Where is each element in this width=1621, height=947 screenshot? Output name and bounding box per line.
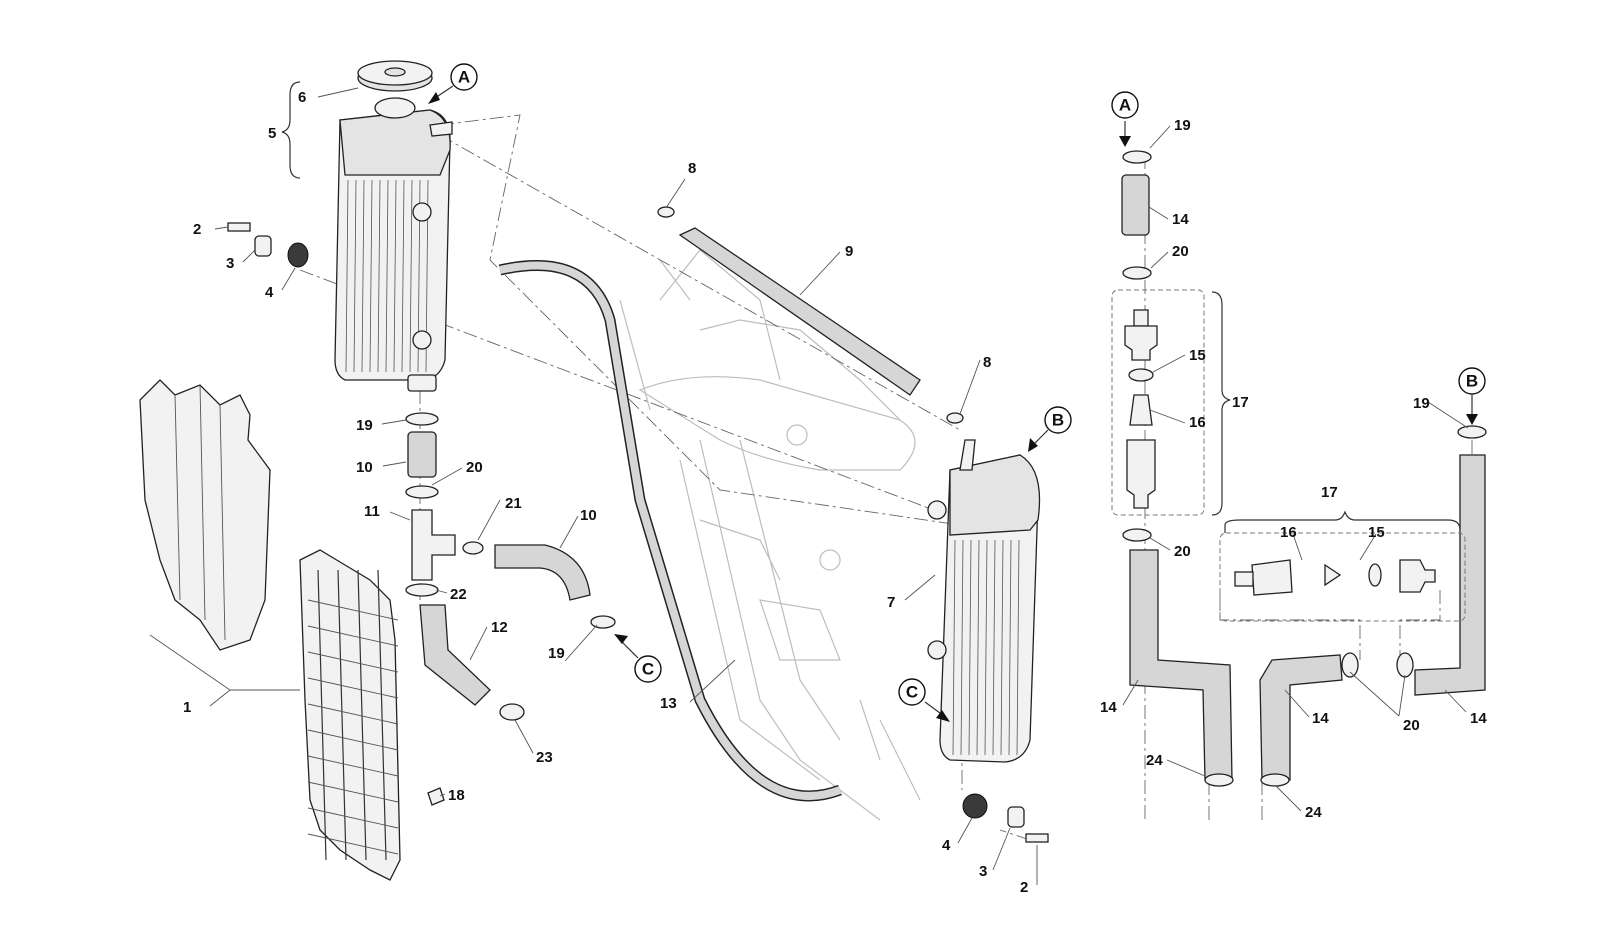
callout-A-top: A: [450, 63, 478, 91]
label-3-left: 3: [226, 255, 234, 272]
radiator-right: [927, 439, 1041, 763]
callout-B-right: B: [1458, 367, 1486, 395]
brace-17-vertical: [1211, 291, 1231, 516]
thermostat-group-box-vertical: [1111, 289, 1205, 516]
label-16-vertical: 16: [1189, 414, 1206, 431]
label-19-right-b: 19: [1413, 395, 1430, 412]
brace-17-horizontal: [1224, 510, 1461, 533]
label-21: 21: [505, 495, 522, 512]
label-10-short: 10: [356, 459, 373, 476]
label-20-right-bottom: 20: [1403, 717, 1420, 734]
callout-A-label: A: [458, 68, 470, 87]
label-20-right-top: 20: [1172, 243, 1189, 260]
radiator-grille: [299, 549, 401, 881]
label-14-left-bend: 14: [1100, 699, 1117, 716]
label-9: 9: [845, 243, 853, 260]
label-20-left: 20: [466, 459, 483, 476]
label-10-bent: 10: [580, 507, 597, 524]
label-12: 12: [491, 619, 508, 636]
label-20-right-mid: 20: [1174, 543, 1191, 560]
label-17-horizontal: 17: [1321, 484, 1338, 501]
label-23: 23: [536, 749, 553, 766]
label-5: 5: [268, 125, 276, 142]
label-4-left: 4: [265, 284, 274, 301]
label-16-horizontal: 16: [1280, 524, 1297, 541]
label-15-horizontal: 15: [1368, 524, 1385, 541]
callout-C-hose: C: [634, 655, 662, 683]
motorcycle-frame: [619, 249, 921, 821]
clamps-and-fittings: [227, 150, 1487, 843]
radiator-left: [334, 109, 453, 392]
radiator-shroud: [139, 379, 271, 651]
label-6: 6: [298, 89, 306, 106]
label-15-vertical: 15: [1189, 347, 1206, 364]
label-14-right: 14: [1470, 710, 1487, 727]
label-2-right: 2: [1020, 879, 1028, 896]
label-19-hose: 19: [548, 645, 565, 662]
thermostat-group-box-horizontal: [1219, 532, 1466, 622]
leader-lines: [149, 87, 1469, 885]
label-18: 18: [448, 787, 465, 804]
label-14-middle: 14: [1312, 710, 1329, 727]
callout-arrows: [428, 85, 1478, 722]
label-1: 1: [183, 699, 191, 716]
label-8-top: 8: [688, 160, 696, 177]
callout-C-radiator: C: [898, 678, 926, 706]
label-13: 13: [660, 695, 677, 712]
label-11: 11: [364, 503, 380, 520]
hoses: [407, 174, 1486, 802]
callout-A-right: A: [1111, 91, 1139, 119]
label-14-top: 14: [1172, 211, 1189, 228]
callout-B-label: B: [1052, 411, 1064, 430]
label-24-right: 24: [1305, 804, 1322, 821]
callout-C-label-2: C: [642, 660, 654, 679]
callout-A-label-2: A: [1119, 96, 1131, 115]
label-7: 7: [887, 594, 895, 611]
label-3-right: 3: [979, 863, 987, 880]
label-19-left: 19: [356, 417, 373, 434]
label-17-vertical: 17: [1232, 394, 1249, 411]
label-22: 22: [450, 586, 467, 603]
label-8-right: 8: [983, 354, 991, 371]
label-4-right: 4: [942, 837, 951, 854]
part-labels: 6 5 2 3 4 1 8 9 8 19 10 20 11 21 10 22 1…: [183, 89, 1487, 896]
label-19-right-top: 19: [1174, 117, 1191, 134]
radiator-cap: [357, 60, 433, 119]
callout-B-label-2: B: [1466, 372, 1478, 391]
callout-B-radiator: B: [1044, 406, 1072, 434]
callout-C-label: C: [906, 683, 918, 702]
label-2-left: 2: [193, 221, 201, 238]
label-24-left: 24: [1146, 752, 1163, 769]
brace-5: [281, 81, 301, 179]
